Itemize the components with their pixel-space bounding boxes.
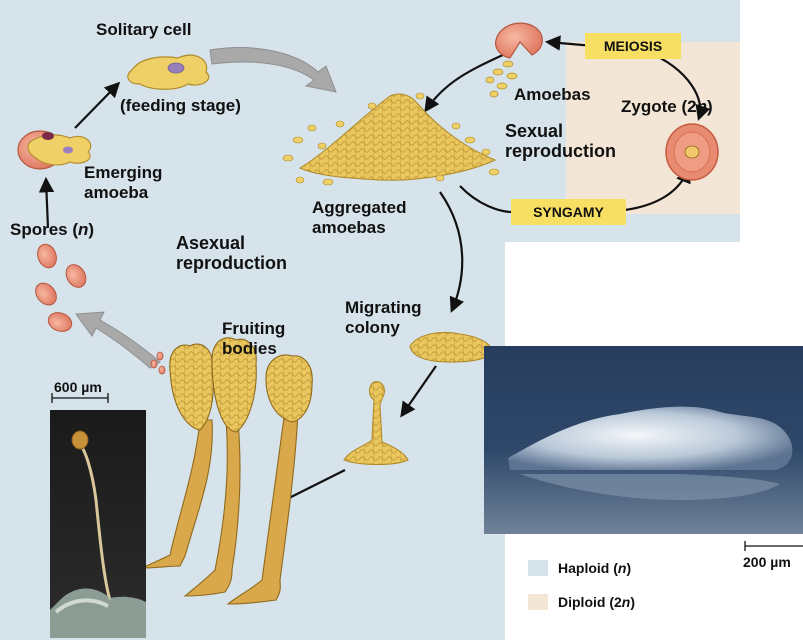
migrating-colony-label: Migratingcolony bbox=[345, 298, 422, 338]
feeding-stage-label: (feeding stage) bbox=[120, 96, 241, 116]
solitary-cell-label: Solitary cell bbox=[96, 20, 191, 40]
haploid-legend-swatch bbox=[528, 560, 548, 576]
asexual-reproduction-label: Asexualreproduction bbox=[176, 233, 287, 273]
haploid-legend-label: Haploid (n) bbox=[558, 558, 631, 578]
emerging-amoeba-graphic bbox=[18, 131, 91, 169]
syngamy-box: SYNGAMY bbox=[511, 199, 626, 225]
scale-600-label: 600 µm bbox=[54, 377, 102, 397]
zygote-label: Zygote (2n) bbox=[621, 97, 713, 117]
scale-bar-200 bbox=[745, 541, 803, 551]
diploid-legend-swatch bbox=[528, 594, 548, 610]
sexual-reproduction-label: Sexualreproduction bbox=[505, 121, 616, 161]
fruiting-bodies-label: Fruitingbodies bbox=[222, 319, 285, 359]
diploid-legend-label: Diploid (2n) bbox=[558, 592, 635, 612]
aggregated-amoebas-label: Aggregatedamoebas bbox=[312, 198, 406, 238]
emerging-amoeba-label: Emergingamoeba bbox=[84, 163, 162, 203]
meiosis-box: MEIOSIS bbox=[585, 33, 681, 59]
migrating-slug-photo bbox=[484, 346, 803, 534]
scale-200-label: 200 µm bbox=[743, 552, 791, 572]
fruiting-body-photo bbox=[50, 410, 146, 638]
amoebas-label: Amoebas bbox=[514, 85, 591, 105]
zygote-graphic bbox=[666, 124, 718, 180]
spores-label: Spores (n) bbox=[10, 220, 94, 240]
